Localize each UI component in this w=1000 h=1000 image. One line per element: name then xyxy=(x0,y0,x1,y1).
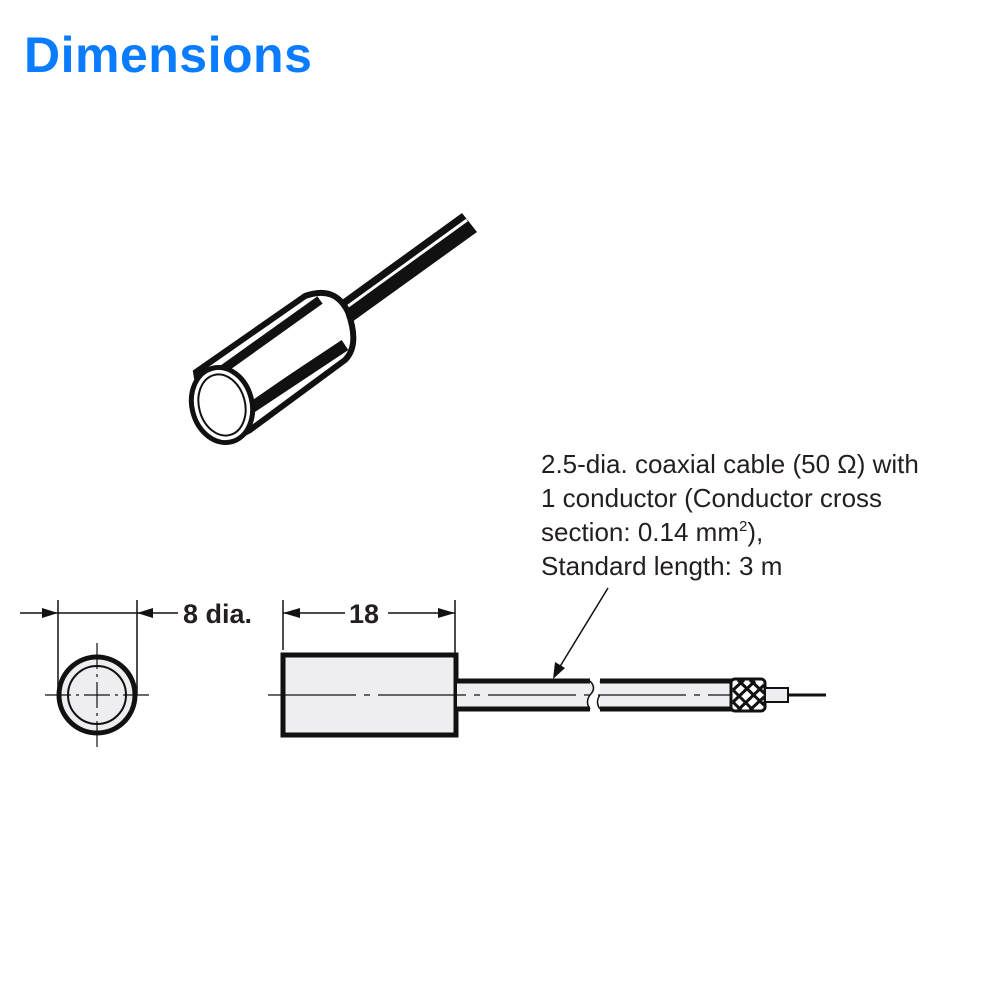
cable-note-line-3-text: section: 0.14 mm xyxy=(541,517,739,547)
page-title: Dimensions xyxy=(24,27,313,83)
diameter-dimension-label: 8 dia. xyxy=(183,599,253,629)
sensor-isometric-illustration xyxy=(188,213,477,446)
front-view-circle xyxy=(20,600,178,748)
side-view-sensor xyxy=(268,587,826,738)
cable-note-line-2: 1 conductor (Conductor cross xyxy=(541,483,883,513)
cable-note-line-1: 2.5-dia. coaxial cable (50 Ω) with xyxy=(541,449,919,479)
superscript: 2 xyxy=(738,518,748,535)
length-dimension-label: 18 xyxy=(349,599,380,629)
cable-note-line-4: Standard length: 3 m xyxy=(541,551,783,581)
cable-note-line-3-suffix: ), xyxy=(747,517,764,547)
cable-note-line-3: section: 0.14 mm2), xyxy=(541,515,919,549)
cable-specification-note: 2.5-dia. coaxial cable (50 Ω) with 1 con… xyxy=(541,447,919,583)
